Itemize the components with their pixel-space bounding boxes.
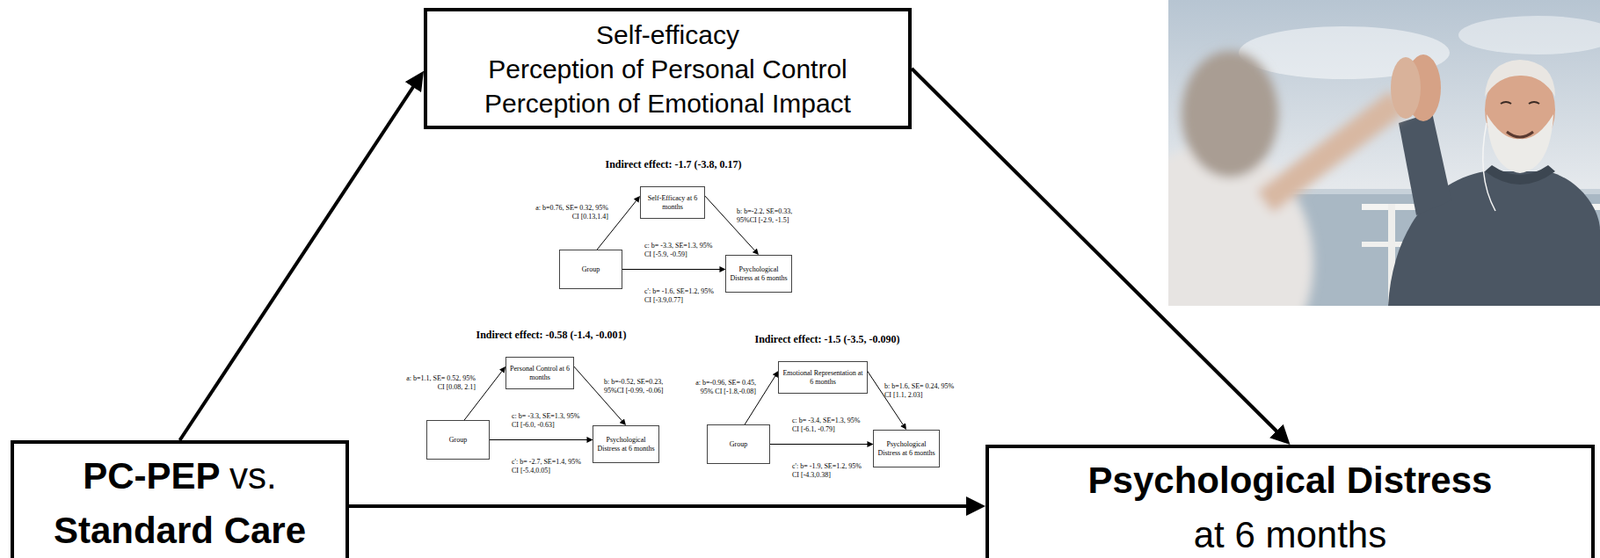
- node-text: Perception of Personal Control: [487, 54, 848, 84]
- text-row: Self-Efficacy at 6 months: [642, 194, 703, 211]
- group-node: Group: [559, 249, 623, 290]
- text-row: Group: [709, 440, 768, 450]
- node-text: Psychological Distress at 6 months: [877, 440, 935, 458]
- path-coefficient: b: b=-2.2, SE=0.33, 95%CI [-2.9, -1.5]: [736, 207, 809, 225]
- mediator-node: Self-Efficacy at 6 months: [640, 186, 706, 219]
- node-text: Personal Control at 6 months: [509, 364, 570, 382]
- mediator-node: Personal Control at 6 months: [505, 356, 575, 390]
- node-text: Psychological Distress at 6 months: [729, 265, 787, 283]
- path-coefficient: c': b= -2.7, SE=1.4, 95% CI [-5.4,0.05]: [511, 458, 586, 475]
- connector-arrow: [349, 504, 977, 509]
- connector-arrow: [867, 370, 906, 428]
- path-coefficient: b: b=-0.52, SE=0.23, 95%CI [-0.99, -0.06…: [603, 378, 677, 395]
- path-coefficient: a: b=-0.96, SE= 0.45, 95% CI [-1.8,-0.08…: [682, 378, 757, 396]
- group-node: Group: [426, 420, 490, 460]
- text-row: at 6 months: [1193, 508, 1387, 558]
- connector-arrow: [574, 366, 625, 424]
- effect-title: Indirect effect: -1.5 (-3.5, -0.090): [712, 333, 942, 346]
- connector-arrow: [770, 443, 871, 445]
- connector-arrow: [911, 68, 1284, 439]
- node-text: Self-Efficacy at 6 months: [647, 194, 698, 211]
- outcome-node: Psychological Distress at 6 months: [872, 429, 939, 468]
- path-coefficient: b: b=1.6, SE= 0.24, 95% CI [1.1, 2.03]: [884, 382, 957, 400]
- group-node: Group: [706, 424, 771, 465]
- path-coefficient: c: b= -3.3, SE=1.3, 95% CI [-6.0, -0.63]: [511, 412, 586, 430]
- intervention-box: PC-PEPvs. Standard Care: [10, 440, 350, 558]
- node-text: Emotional Representation at 6 months: [782, 369, 863, 386]
- text-row: PC-PEPvs.: [82, 449, 277, 504]
- text-row: Perception of Emotional Impact: [484, 86, 851, 121]
- text-row: Group: [561, 265, 620, 275]
- node-text: PC-PEP: [82, 455, 220, 497]
- node-text: Self-efficacy: [596, 20, 740, 50]
- node-text: Group: [449, 436, 467, 444]
- connector-arrow: [489, 439, 590, 441]
- node-text: at 6 months: [1193, 514, 1387, 556]
- effect-title: Indirect effect: -1.7 (-3.8, 0.17): [559, 158, 788, 171]
- connector-arrow: [705, 196, 757, 254]
- node-text: Group: [581, 265, 600, 274]
- text-row: Psychological Distress at 6 months: [595, 436, 656, 453]
- path-coefficient: a: b=0.76, SE= 0.32, 95% CI [0.13,1.4]: [534, 203, 609, 221]
- text-row: Emotional Representation at 6 months: [780, 369, 865, 386]
- outcome-node: Psychological Distress at 6 months: [592, 425, 659, 464]
- path-coefficient: c: b= -3.3, SE=1.3, 95% CI [-5.9, -0.59]: [644, 241, 719, 259]
- node-text: Standard Care: [53, 509, 306, 552]
- outcome-box: Psychological Distress at 6 months: [985, 444, 1595, 558]
- mediator-box: Self-efficacyPerception of Personal Cont…: [423, 7, 912, 130]
- node-text: Group: [729, 440, 748, 449]
- path-coefficient: c: b= -3.4, SE=1.3, 95% CI [-6.1, -0.79]: [792, 416, 866, 434]
- connector-arrow: [180, 78, 420, 441]
- text-row: Psychological Distress at 6 months: [875, 440, 937, 458]
- text-row: Standard Care: [53, 503, 306, 558]
- path-coefficient: c': b= -1.6, SE=1.2, 95% CI [-3.9,0.77]: [644, 287, 719, 305]
- path-coefficient: a: b=1.1, SE= 0.52, 95% CI [0.08, 2.1]: [401, 374, 476, 392]
- node-text: Psychological Distress at 6 months: [596, 436, 655, 453]
- text-row: Personal Control at 6 months: [508, 364, 572, 382]
- text-row: Self-efficacy: [596, 17, 740, 52]
- connector-arrow: [622, 269, 723, 270]
- effect-title: Indirect effect: -0.58 (-1.4, -0.001): [436, 328, 666, 342]
- mediator-node: Emotional Representation at 6 months: [778, 361, 867, 394]
- node-text: Perception of Emotional Impact: [484, 88, 851, 118]
- path-coefficient: c': b= -1.9, SE=1.2, 95% CI [-4.3,0.38]: [792, 462, 866, 480]
- node-text: Psychological Distress: [1088, 459, 1493, 502]
- text-row: Psychological Distress: [1088, 453, 1493, 509]
- photo-illustration: [1168, 0, 1600, 306]
- node-text: vs.: [229, 455, 277, 497]
- text-row: Perception of Personal Control: [487, 51, 848, 87]
- text-row: Psychological Distress at 6 months: [727, 265, 789, 283]
- outcome-node: Psychological Distress at 6 months: [725, 254, 792, 293]
- text-row: Group: [429, 436, 488, 445]
